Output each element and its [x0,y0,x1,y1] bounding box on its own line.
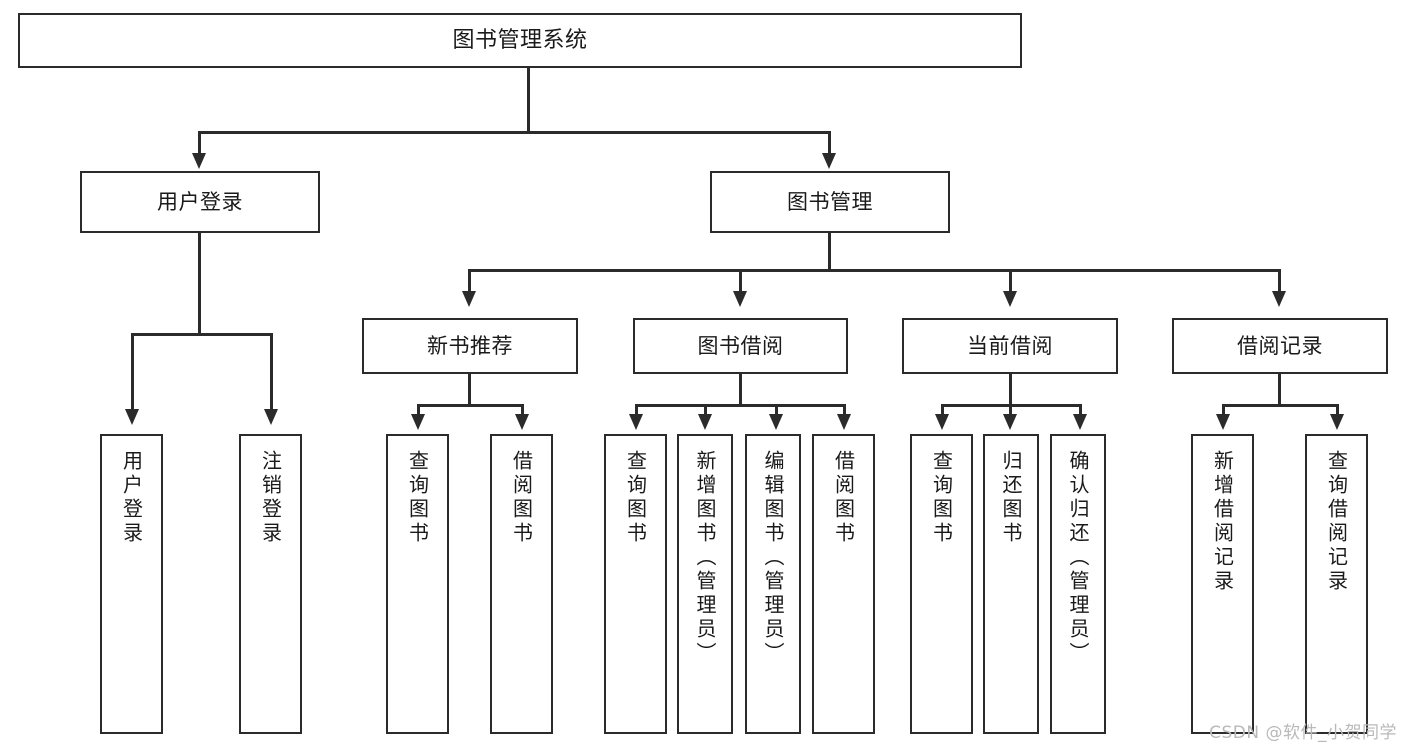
leaf-br-query-record[interactable]: 查询借阅记录 [1305,434,1368,734]
node-label: 查询图书 [623,450,648,546]
connector-root-to-book-management [828,131,831,155]
node-current-borrow[interactable]: 当前借阅 [902,318,1118,374]
leaf-cb-confirm-return-admin[interactable]: 确认归还（管理员） [1050,434,1106,734]
connector-nbr-stem [468,374,471,406]
arrow-user-login-to-leaf-1 [125,409,139,425]
node-label: 图书借阅 [697,333,784,358]
connector-root-branch-bar [198,131,830,134]
arrow-bb-to-leaf-4 [837,414,851,430]
leaf-bb-query-book[interactable]: 查询图书 [604,434,667,734]
arrow-br-to-leaf-1 [1216,414,1230,430]
connector-bb-stem [739,374,742,406]
connector-user-login-to-leaf-1 [131,333,134,411]
connector-bb-to-leaf-1 [635,404,638,416]
connector-br-branch-bar [1222,404,1338,407]
node-label: 新书推荐 [427,333,513,358]
node-label: 确认归还（管理员） [1066,450,1090,666]
arrow-root-to-book-management [822,153,836,169]
node-label: 查询借阅记录 [1324,450,1349,594]
node-book-management[interactable]: 图书管理 [710,171,950,233]
arrow-bb-to-leaf-2 [698,414,712,430]
arrow-bb-to-leaf-1 [629,414,643,430]
arrow-bb-to-leaf-3 [769,414,783,430]
connector-nbr-to-leaf-2 [521,404,524,416]
watermark: CSDN @软件_小贺同学 [1209,723,1397,743]
connector-bb-to-leaf-2 [704,404,707,416]
connector-cb-to-leaf-3 [1079,404,1082,416]
connector-cb-to-leaf-1 [941,404,944,416]
leaf-user-login-logout[interactable]: 注销登录 [239,434,302,734]
leaf-nbr-borrow-book[interactable]: 借阅图书 [490,434,553,734]
node-root-book-management-system[interactable]: 图书管理系统 [18,13,1022,68]
connector-bm-to-borrow-record [1278,269,1281,293]
connector-bb-to-leaf-4 [843,404,846,416]
connector-user-login-branch-bar [131,333,272,336]
connector-root-stem [527,68,530,133]
connector-nbr-branch-bar [417,404,523,407]
connector-user-login-to-leaf-2 [270,333,273,411]
arrow-cb-to-leaf-2 [1003,414,1017,430]
node-label: 编辑图书（管理员） [761,450,785,666]
arrow-bm-to-book-borrow [733,291,747,307]
connector-user-login-stem [198,233,201,335]
node-label: 借阅图书 [831,450,856,546]
connector-book-management-stem [828,233,831,271]
arrow-bm-to-current-borrow [1003,291,1017,307]
connector-book-management-branch-bar [468,269,1280,272]
leaf-nbr-query-book[interactable]: 查询图书 [386,434,449,734]
connector-bm-to-book-borrow [739,269,742,293]
node-book-borrow[interactable]: 图书借阅 [633,318,848,374]
leaf-cb-return-book[interactable]: 归还图书 [983,434,1039,734]
arrow-cb-to-leaf-1 [935,414,949,430]
node-label: 注销登录 [258,450,283,546]
leaf-user-login-login[interactable]: 用户登录 [100,434,163,734]
node-label: 图书管理系统 [452,27,588,53]
arrow-bm-to-borrow-record [1272,291,1286,307]
node-label: 借阅图书 [509,450,534,546]
connector-br-to-leaf-1 [1222,404,1225,416]
node-new-book-recommend[interactable]: 新书推荐 [362,318,578,374]
connector-bm-to-new-book [468,269,471,293]
connector-bm-to-current-borrow [1009,269,1012,293]
arrow-cb-to-leaf-3 [1073,414,1087,430]
arrow-root-to-user-login [192,153,206,169]
arrow-user-login-to-leaf-2 [264,409,278,425]
connector-root-to-user-login [198,131,201,155]
node-label: 借阅记录 [1237,333,1323,358]
node-label: 用户登录 [157,189,243,214]
node-label: 新增图书（管理员） [693,450,717,666]
node-user-login[interactable]: 用户登录 [80,171,320,233]
node-borrow-record[interactable]: 借阅记录 [1172,318,1388,374]
connector-bb-branch-bar [635,404,845,407]
node-label: 新增借阅记录 [1210,450,1235,594]
connector-bb-to-leaf-3 [775,404,778,416]
connector-cb-stem [1009,374,1012,406]
node-label: 用户登录 [119,450,144,546]
connector-cb-to-leaf-2 [1009,404,1012,416]
arrow-bm-to-new-book [462,291,476,307]
connector-nbr-to-leaf-1 [417,404,420,416]
leaf-bb-add-book-admin[interactable]: 新增图书（管理员） [677,434,733,734]
leaf-cb-query-book[interactable]: 查询图书 [910,434,973,734]
node-label: 归还图书 [999,450,1023,546]
leaf-br-add-record[interactable]: 新增借阅记录 [1191,434,1254,734]
arrow-br-to-leaf-2 [1330,414,1344,430]
leaf-bb-edit-book-admin[interactable]: 编辑图书（管理员） [745,434,801,734]
node-label: 当前借阅 [967,333,1053,358]
arrow-nbr-to-leaf-1 [411,414,425,430]
leaf-bb-borrow-book[interactable]: 借阅图书 [812,434,875,734]
arrow-nbr-to-leaf-2 [515,414,529,430]
node-label: 查询图书 [405,450,430,546]
connector-br-stem [1278,374,1281,406]
node-label: 查询图书 [929,450,954,546]
connector-br-to-leaf-2 [1336,404,1339,416]
node-label: 图书管理 [787,189,873,214]
